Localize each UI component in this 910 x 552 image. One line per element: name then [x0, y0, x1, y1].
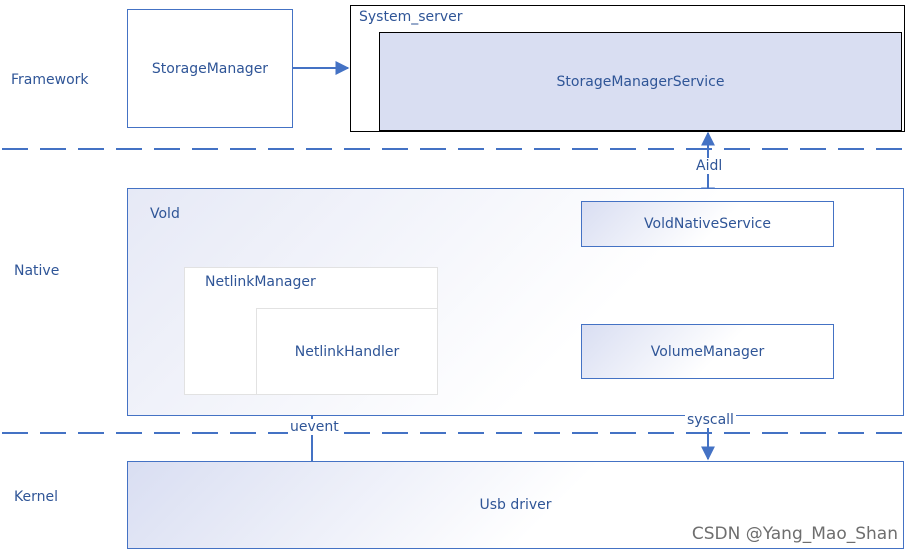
- layer-label-native: Native: [14, 263, 60, 279]
- storage-manager-box: StorageManager: [127, 9, 293, 128]
- volume-manager-box: VolumeManager: [581, 324, 834, 379]
- storage-manager-service-box: StorageManagerService: [379, 32, 902, 131]
- csdn-watermark: CSDN @Yang_Mao_Shan: [691, 524, 898, 544]
- layer-label-framework: Framework: [11, 72, 89, 88]
- storage-manager-service-label: StorageManagerService: [556, 73, 725, 90]
- system-server-label: System_server: [359, 9, 463, 25]
- aidl-label: Aidl: [694, 158, 725, 174]
- system-server-box: System_server StorageManagerService: [350, 5, 905, 132]
- syscall-label: syscall: [685, 412, 736, 428]
- storage-manager-label: StorageManager: [151, 60, 269, 77]
- vold-native-service-label: VoldNativeService: [644, 216, 771, 232]
- vold-native-service-box: VoldNativeService: [581, 201, 834, 247]
- netlink-handler-box: NetlinkHandler: [256, 308, 438, 395]
- uevent-label: uevent: [288, 419, 341, 435]
- volume-manager-label: VolumeManager: [650, 343, 765, 360]
- usb-driver-label: Usb driver: [479, 497, 552, 513]
- netlink-manager-label: NetlinkManager: [205, 274, 316, 290]
- vold-label: Vold: [150, 206, 180, 222]
- layer-label-kernel: Kernel: [14, 489, 58, 505]
- netlink-handler-label: NetlinkHandler: [294, 343, 400, 360]
- usb-driver-box: Usb driver: [127, 461, 904, 549]
